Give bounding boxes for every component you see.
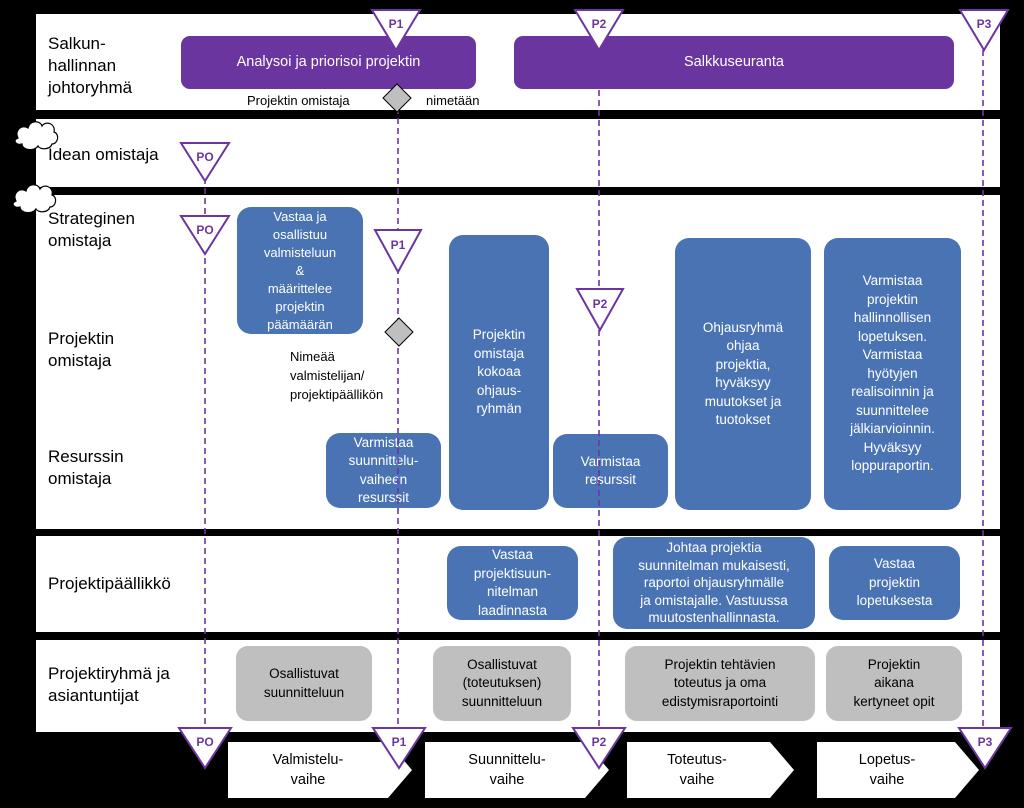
p1-bottom-triangle <box>371 727 427 770</box>
execution-box: Projektin tehtävien toteutus ja oma edis… <box>625 646 815 721</box>
lane-idea <box>36 119 1000 187</box>
po-bottom-triangle <box>177 727 233 770</box>
pm-close-box: Vastaa projektin lopetuksesta <box>829 546 960 620</box>
steering-box: Ohjausryhmä ohjaa projektia, hyväksyy mu… <box>675 238 811 510</box>
phase-label-close: Lopetus- vaihe <box>858 752 916 788</box>
lane-label-team: Projektiryhmä ja asiantuntijat <box>48 664 170 705</box>
steering-group-box: Projektin omistaja kokoaa ohjaus- ryhmän <box>449 235 549 510</box>
analyze-prioritize-box: Analysoi ja priorisoi projektin <box>181 36 476 89</box>
plan-resources-box: Varmistaa suunnittelu- vaiheen resurssit <box>326 433 441 508</box>
pm-lead-box: Johtaa projektia suunnitelman mukaisesti… <box>613 537 815 629</box>
p3-bottom-label: P3 <box>978 735 993 749</box>
participate-exec-box: Osallistuvat (toteutuksen) suunnitteluun <box>433 646 571 721</box>
owner-named-note-left: Projektin omistaja <box>247 93 350 108</box>
phase-label-exec: Toteutus- vaihe <box>667 752 727 788</box>
phase-label-prep: Valmistelu- vaihe <box>272 752 344 788</box>
owner-named-note-right: nimetään <box>426 93 480 108</box>
lane-label-resource: Resurssin omistaja <box>48 447 124 488</box>
lane-label-idea: Idean omistaja <box>48 145 159 164</box>
lane-label-project-owner: Projektin omistaja <box>48 329 115 370</box>
pm-plan-box: Vastaa projektisuun- nitelman laadinnast… <box>447 546 578 620</box>
lessons-box: Projektin aikana kertyneet opit <box>826 646 962 721</box>
lane-label-pm: Projektipäällikkö <box>48 574 171 593</box>
closing-box: Varmistaa projektin hallinnollisen lopet… <box>824 238 961 510</box>
participate-plan-box: Osallistuvat suunnitteluun <box>236 646 372 721</box>
p2-bottom-label: P2 <box>592 735 607 749</box>
appoint-pm-note: Nimeää valmistelijan/ projektipäällikön <box>290 349 384 402</box>
portfolio-tracking-box: Salkkuseuranta <box>514 36 954 89</box>
prepare-define-goal-box: Vastaa ja osallistuu valmisteluun & määr… <box>237 207 363 334</box>
p3-bottom-triangle <box>957 727 1013 770</box>
p1-bottom-label: P1 <box>392 735 407 749</box>
lane-label-portfolio: Salkun- hallinnan johtoryhmä <box>48 34 133 97</box>
phase-label-plan: Suunnittelu- vaihe <box>468 752 546 788</box>
lane-label-strategic: Strateginen omistaja <box>48 209 135 250</box>
po-bottom-label: PO <box>196 735 213 749</box>
resources-box: Varmistaa resurssit <box>553 434 668 508</box>
